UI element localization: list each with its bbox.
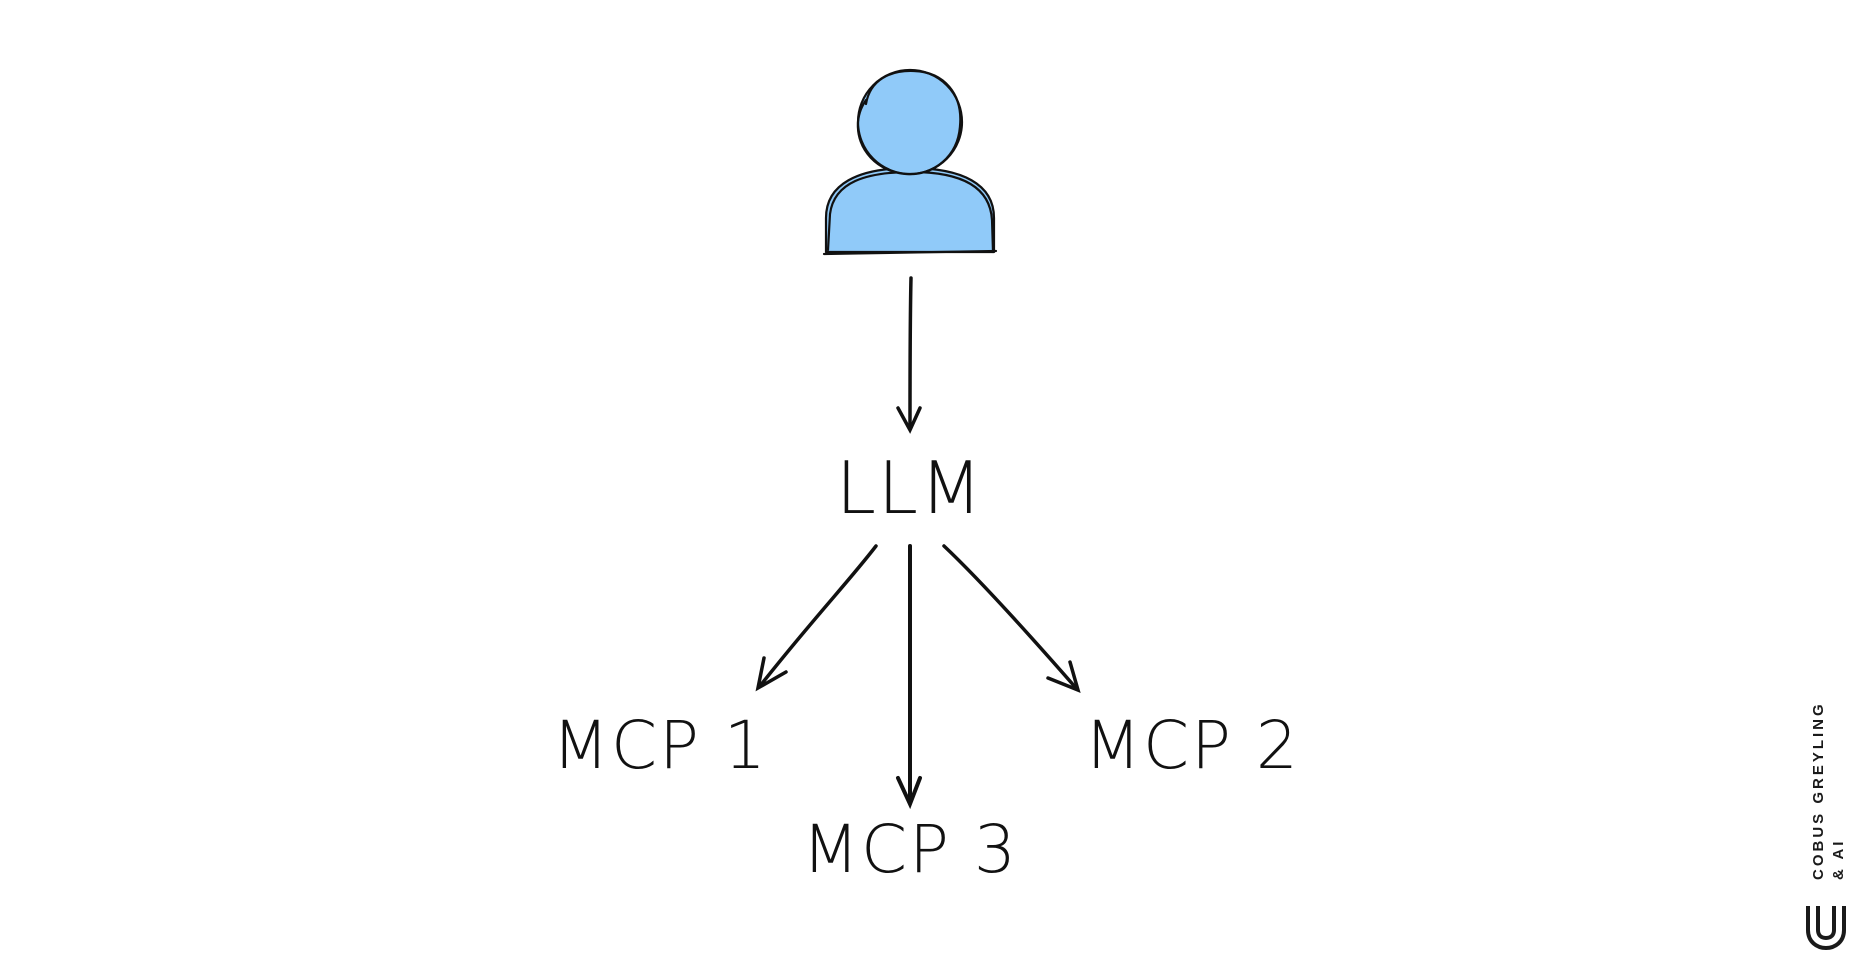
user-body	[824, 166, 996, 254]
u-logo-icon	[1806, 906, 1846, 950]
arrow-llm-to-mcp1	[755, 544, 878, 692]
brand-name: COBUS GREYLING	[1810, 701, 1827, 880]
node-mcp2: MCP 2	[1084, 707, 1300, 784]
node-llm: LLM	[835, 446, 985, 530]
arrow-llm-to-mcp3	[896, 544, 922, 810]
node-mcp1: MCP 1	[552, 707, 768, 784]
brand-suffix: & AI	[1830, 838, 1847, 880]
node-mcp3: MCP 3	[802, 811, 1018, 888]
arrow-llm-to-mcp2	[942, 544, 1081, 693]
arrow-user-to-llm	[896, 276, 922, 434]
brand-watermark: COBUS GREYLING & AI	[1800, 700, 1860, 952]
user-icon	[822, 68, 998, 256]
brand-text: COBUS GREYLING & AI	[1800, 700, 1860, 900]
